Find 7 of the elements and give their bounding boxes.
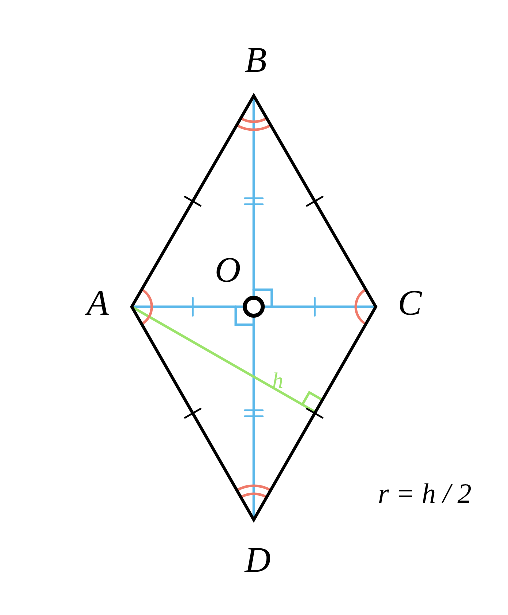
height-label: h: [272, 370, 284, 392]
vertex-label: O: [215, 252, 241, 288]
vertex-label: A: [87, 285, 109, 321]
vertex-label: C: [398, 285, 422, 321]
formula-label: r = h / 2: [378, 481, 472, 509]
vertex-label: D: [245, 542, 271, 578]
vertex-label: B: [245, 42, 267, 78]
